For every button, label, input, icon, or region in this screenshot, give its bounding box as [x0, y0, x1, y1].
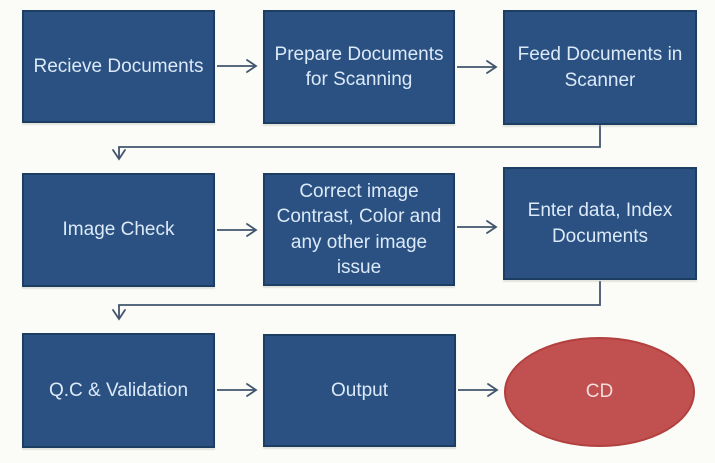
node-correct-image: Correct image Contrast, Color and any ot…	[263, 173, 455, 286]
node-label: Image Check	[62, 219, 175, 241]
node-output: Output	[263, 334, 456, 447]
node-feed-documents: Feed Documents in Scanner	[503, 10, 697, 125]
node-label: Recieve Documents	[33, 55, 204, 77]
node-label: Output	[330, 379, 389, 401]
node-label: CD	[585, 381, 614, 403]
edge-feed-to-imagecheck-elbow	[112, 125, 601, 161]
node-enter-data: Enter data, Index Documents	[503, 167, 697, 280]
node-label: Correct image Contrast, Color and any ot…	[276, 181, 442, 278]
node-receive-documents: Recieve Documents	[22, 10, 215, 123]
node-qc-validation: Q.C & Validation	[22, 333, 215, 448]
node-prepare-documents: Prepare Documents for Scanning	[263, 10, 455, 124]
node-label: Prepare Documents for Scanning	[274, 43, 444, 90]
node-label: Q.C & Validation	[48, 379, 189, 401]
node-cd: CD	[504, 337, 695, 447]
node-label: Feed Documents in Scanner	[517, 44, 683, 91]
node-label: Enter data, Index Documents	[527, 200, 673, 247]
node-image-check: Image Check	[22, 173, 215, 287]
